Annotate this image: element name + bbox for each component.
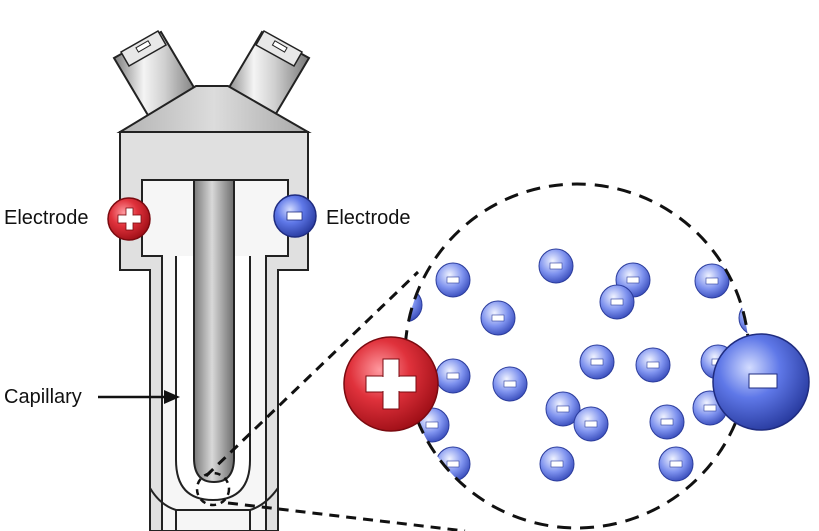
electrode-left xyxy=(107,197,151,241)
zoom-line-lower xyxy=(227,501,466,531)
negative-ion xyxy=(480,300,516,336)
electrode-left-label: Electrode xyxy=(4,207,89,229)
negative-ion xyxy=(435,446,471,482)
minus-icon xyxy=(549,262,563,270)
minus-icon xyxy=(446,460,460,468)
minus-icon xyxy=(491,314,505,322)
minus-icon xyxy=(703,404,717,412)
capillary-holder xyxy=(112,29,312,531)
minus-icon xyxy=(610,298,624,306)
minus-icon xyxy=(660,418,674,426)
minus-icon xyxy=(556,405,570,413)
negative-ion xyxy=(635,347,671,383)
capillary-label: Capillary xyxy=(4,386,82,408)
minus-icon xyxy=(405,301,412,309)
negative-ion xyxy=(649,404,685,440)
negative-ion xyxy=(573,406,609,442)
cathode-large xyxy=(712,333,810,431)
negative-ion xyxy=(694,263,730,299)
negative-ion xyxy=(545,391,581,427)
holder-base xyxy=(149,487,279,511)
minus-icon xyxy=(748,373,778,389)
electrode-right-label: Electrode xyxy=(326,207,411,229)
magnified-region xyxy=(403,182,762,530)
zoom-source-circle xyxy=(195,471,231,507)
zoom-line-upper xyxy=(204,270,420,478)
capillary-arrow xyxy=(98,390,180,404)
minus-icon xyxy=(705,277,719,285)
minus-icon xyxy=(626,276,640,284)
negative-ion xyxy=(435,262,471,298)
minus-icon xyxy=(550,460,564,468)
minus-icon xyxy=(286,211,303,221)
minus-icon xyxy=(503,380,517,388)
minus-icon xyxy=(669,460,683,468)
minus-icon xyxy=(646,361,660,369)
electrode-right xyxy=(273,194,317,238)
negative-ion xyxy=(538,248,574,284)
minus-icon xyxy=(590,358,604,366)
negative-ion xyxy=(492,366,528,402)
minus-icon xyxy=(584,420,598,428)
negative-ion xyxy=(726,444,749,480)
negative-ion xyxy=(579,344,615,380)
negative-ion xyxy=(599,284,635,320)
minus-icon xyxy=(446,372,460,380)
minus-icon xyxy=(446,276,460,284)
anode-large xyxy=(343,336,439,432)
minus-icon xyxy=(750,315,762,321)
plus-icon xyxy=(365,358,417,410)
minus-icon xyxy=(737,458,749,466)
negative-ion xyxy=(435,358,471,394)
negative-ion xyxy=(539,446,575,482)
negative-ion xyxy=(658,446,694,482)
minus-icon xyxy=(425,421,439,429)
capillary-tube xyxy=(193,179,235,484)
plus-icon xyxy=(117,207,142,231)
